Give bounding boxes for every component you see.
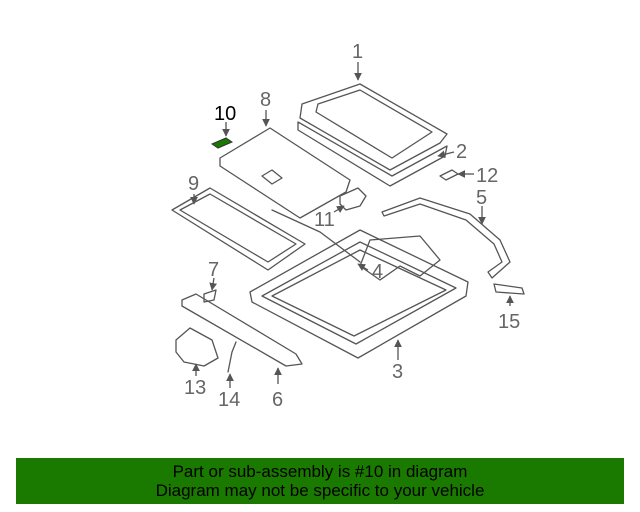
parts-diagram: 1 2 3 4 5 6 7 8 9 10 11 12 13 14 15	[171, 41, 525, 411]
banner-line-part-info: Part or sub-assembly is #10 in diagram	[172, 462, 468, 481]
part-11-bracket	[339, 187, 367, 211]
callout-15: 15	[498, 311, 520, 333]
callout-labels: 1 2 3 4 5 6 7 8 9 10 11 12 13 14 15	[184, 41, 520, 411]
callout-6: 6	[272, 389, 283, 411]
callout-4: 4	[372, 261, 383, 283]
callout-12: 12	[476, 165, 498, 187]
part-4-cable	[271, 209, 361, 263]
callout-7: 7	[208, 259, 219, 281]
callout-1: 1	[352, 41, 363, 63]
callout-10: 10	[214, 103, 236, 125]
callout-11: 11	[314, 209, 335, 231]
part-6-side-rail	[181, 293, 303, 367]
part-10-highlighted	[210, 137, 234, 149]
part-12-clip	[439, 169, 459, 181]
banner-line-disclaimer: Diagram may not be specific to your vehi…	[155, 481, 485, 500]
callout-8: 8	[260, 89, 271, 111]
part-5-rail	[381, 197, 511, 279]
part-8-sunshade	[219, 127, 351, 219]
callout-13: 13	[184, 377, 206, 399]
part-3-frame	[249, 229, 469, 359]
callout-2: 2	[456, 141, 467, 163]
callout-5: 5	[476, 187, 487, 209]
info-banner: Part or sub-assembly is #10 in diagram D…	[16, 458, 624, 504]
leader-lines	[190, 62, 514, 388]
part-9-frame-seal	[171, 187, 306, 271]
part-13-motor	[175, 327, 219, 367]
callout-14: 14	[218, 389, 240, 411]
part-14-hose	[227, 341, 237, 373]
part-1-glass-panel	[299, 83, 448, 171]
callout-3: 3	[392, 361, 403, 383]
part-15-fitting	[493, 283, 525, 295]
callout-9: 9	[188, 173, 199, 195]
